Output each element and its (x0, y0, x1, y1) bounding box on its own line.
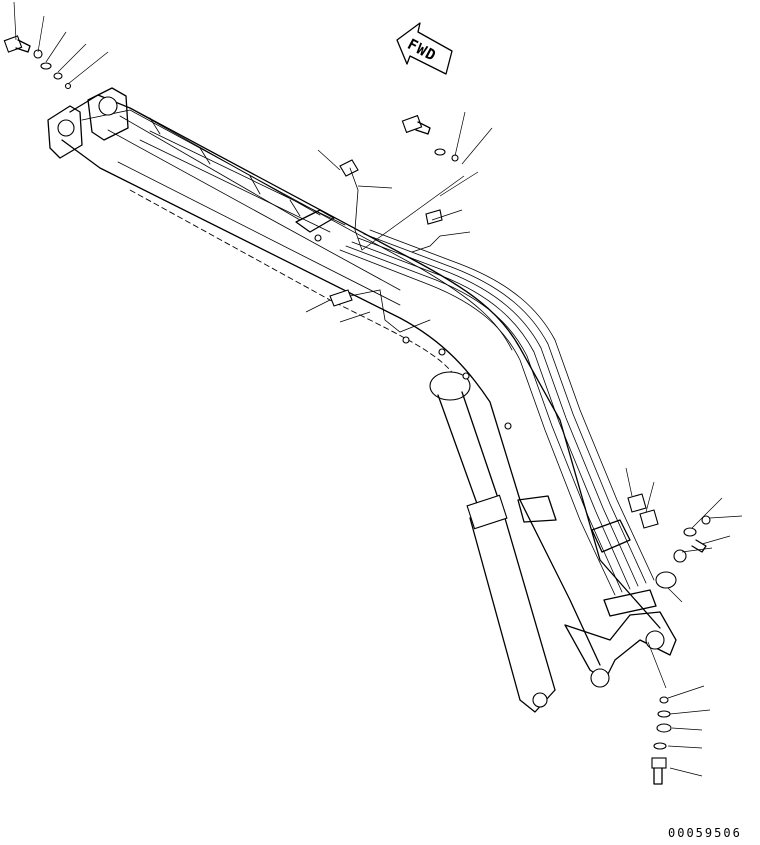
handrail (119, 107, 346, 233)
tip-pin-hole-1 (590, 668, 610, 688)
hose-bundle (339, 229, 655, 596)
fastener-group-bottom (647, 641, 711, 785)
root-pin-hole (57, 119, 75, 137)
tip-pin-hole-2 (645, 630, 665, 650)
fwd-arrow (396, 22, 453, 75)
fastener-group-mid (401, 111, 493, 197)
arm-body (47, 87, 677, 688)
cylinder-pin-hole (98, 96, 118, 116)
underside-line (129, 189, 461, 386)
brackets (295, 209, 657, 617)
drawing-number: 00059506 (668, 826, 742, 840)
fastener-group-tip (625, 467, 743, 603)
bucket-cylinder (429, 371, 556, 713)
hose-fittings (305, 149, 471, 333)
fastener-group-root (3, 1, 109, 90)
